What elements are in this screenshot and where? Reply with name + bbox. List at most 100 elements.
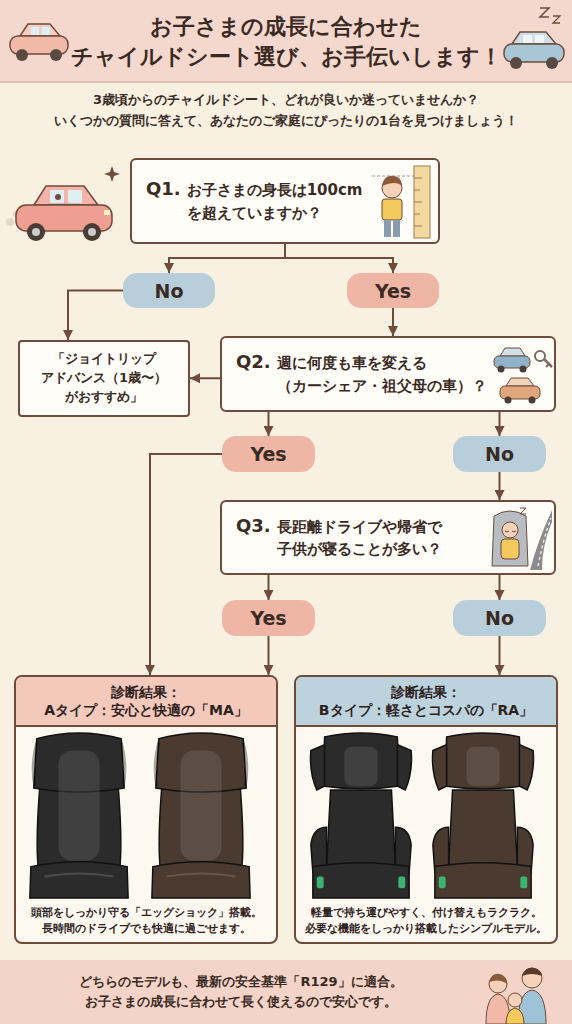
question-row: Q2.週に何度も車を変える （カーシェア・祖父母の車）？ bbox=[236, 351, 490, 397]
recommend-text: 「ジョイトリップ アドバンス（1歳〜） がおすすめ」 bbox=[30, 350, 178, 407]
description-line: 軽量で持ち運びやすく、付け替えもラクラク。 bbox=[302, 905, 550, 920]
header-car-right bbox=[546, 57, 558, 69]
car-seat-a-black bbox=[30, 733, 128, 898]
no-pill: No bbox=[123, 273, 215, 308]
sleeping-child bbox=[538, 518, 551, 566]
result-label: 診断結果： bbox=[20, 683, 272, 701]
connector bbox=[268, 636, 270, 675]
header-car-right bbox=[504, 8, 564, 69]
cars-and-keys bbox=[529, 397, 536, 404]
header-car-left bbox=[10, 36, 68, 54]
answer-label: No bbox=[485, 443, 514, 465]
sleeping-child bbox=[505, 531, 516, 532]
child-height-ruler bbox=[384, 220, 391, 237]
connector bbox=[285, 244, 393, 273]
header-car-right bbox=[504, 44, 564, 62]
child-height-ruler bbox=[414, 226, 422, 227]
question-text: 長距離ドライブや帰省で 子供が寝ることが多い？ bbox=[277, 516, 490, 561]
header-band bbox=[0, 0, 572, 82]
cars-and-keys bbox=[505, 397, 512, 404]
child-height-ruler bbox=[382, 199, 402, 220]
answer-label: Yes bbox=[250, 607, 286, 629]
cars-and-keys bbox=[500, 348, 525, 356]
connector bbox=[499, 575, 501, 600]
connector bbox=[268, 412, 270, 436]
family-illustration bbox=[486, 968, 546, 1024]
footer-line: どちらのモデルも、最新の安全基準「R129」に適合。 bbox=[79, 972, 402, 992]
child-height-ruler bbox=[372, 166, 432, 238]
description-line: 長時間のドライブでも快適に過ごせます。 bbox=[22, 921, 270, 936]
family-illustration bbox=[508, 993, 522, 1007]
car-illustration bbox=[27, 223, 45, 241]
family-illustration bbox=[486, 994, 510, 1024]
family-illustration bbox=[518, 990, 546, 1024]
child-height-ruler bbox=[414, 178, 422, 179]
intro-text: 3歳頃からのチャイルドシート、どれが良いか迷っていませんか？いくつかの質問に答え… bbox=[0, 90, 572, 132]
question-text: お子さまの身長は100cm を超えていますか？ bbox=[187, 179, 368, 224]
car-illustration bbox=[6, 218, 14, 226]
answer-label: Yes bbox=[375, 280, 411, 302]
connector bbox=[190, 377, 220, 379]
child-height-ruler bbox=[382, 178, 402, 198]
result-title: Aタイプ：安心と快適の「MA」 bbox=[20, 701, 272, 719]
title-band: お子さまの成長に合わせた チャイルドシート選び、お手伝いします！ bbox=[56, 12, 516, 71]
family-illustration bbox=[489, 975, 507, 993]
question-number: Q1. bbox=[146, 178, 181, 199]
header-car-left bbox=[20, 24, 60, 36]
car-illustration bbox=[13, 211, 19, 217]
recommend-box: 「ジョイトリップ アドバンス（1歳〜） がおすすめ」 bbox=[18, 340, 190, 417]
sleeping-child bbox=[530, 510, 552, 570]
connector bbox=[499, 636, 501, 675]
family-illustration bbox=[522, 968, 542, 988]
sleeping-child bbox=[492, 511, 528, 566]
child-height-ruler bbox=[414, 202, 422, 203]
header-car-left bbox=[42, 27, 50, 35]
answer-label: No bbox=[485, 607, 514, 629]
header-car-left bbox=[50, 49, 62, 61]
header-car-right bbox=[510, 57, 522, 69]
result-title: Bタイプ：軽さとコスパの「RA」 bbox=[300, 701, 552, 719]
header-car-right bbox=[523, 35, 532, 43]
header-car-left bbox=[31, 27, 39, 35]
connector bbox=[392, 308, 394, 336]
cars-and-keys bbox=[535, 351, 545, 361]
cars-and-keys bbox=[546, 364, 549, 367]
cars-and-keys bbox=[494, 348, 552, 404]
cars-and-keys bbox=[498, 366, 505, 373]
no-pill: No bbox=[453, 436, 546, 472]
intro-line: いくつかの質問に答えて、あなたのご家庭にぴったりの1台を見つけましょう！ bbox=[0, 111, 572, 132]
car-seat-b-brown bbox=[432, 733, 533, 898]
question-box: Q2.週に何度も車を変える （カーシェア・祖父母の車）？ bbox=[220, 336, 556, 412]
child-height-ruler bbox=[393, 220, 400, 237]
car-illustration bbox=[104, 166, 120, 182]
car-seat-a-brown bbox=[152, 733, 250, 898]
answer-label: No bbox=[155, 280, 184, 302]
connector bbox=[499, 412, 501, 436]
result-header: 診断結果：Aタイプ：安心と快適の「MA」 bbox=[16, 677, 276, 727]
car-illustration bbox=[50, 190, 64, 203]
cars-and-keys bbox=[520, 366, 527, 373]
header-car-left bbox=[10, 24, 68, 61]
family-illustration bbox=[489, 974, 507, 984]
car-illustration bbox=[6, 166, 120, 241]
child-height-ruler bbox=[382, 176, 402, 186]
cars-and-keys bbox=[500, 386, 540, 399]
header-car-right bbox=[535, 35, 544, 43]
question-box: Q1. お子さまの身長は100cm を超えていますか？ bbox=[130, 158, 440, 244]
car-illustration bbox=[83, 223, 101, 241]
car-seat-a-brown bbox=[152, 733, 250, 898]
cars-and-keys bbox=[506, 378, 534, 386]
child-height-ruler bbox=[414, 214, 420, 215]
connector bbox=[268, 575, 270, 600]
result-panel: 診断結果：Aタイプ：安心と快適の「MA」頭部をしっかり守る「エッグショック」搭載… bbox=[14, 675, 278, 944]
footer-line: お子さまの成長に合わせて長く使えるので安心です。 bbox=[85, 992, 397, 1012]
question-row: Q1. お子さまの身長は100cm を超えていますか？ bbox=[146, 178, 368, 224]
question-number: Q3. bbox=[236, 515, 271, 536]
result-description: 軽量で持ち運びやすく、付け替えもラクラク。必要な機能をしっかり搭載したシンプルモ… bbox=[296, 903, 556, 942]
cars-and-keys bbox=[494, 356, 530, 368]
result-description: 頭部をしっかり守る「エッグショック」搭載。長時間のドライブでも快適に過ごせます。 bbox=[16, 903, 276, 942]
car-seat-a-black bbox=[30, 733, 128, 898]
connector bbox=[169, 244, 285, 273]
child-height-ruler bbox=[372, 176, 432, 177]
